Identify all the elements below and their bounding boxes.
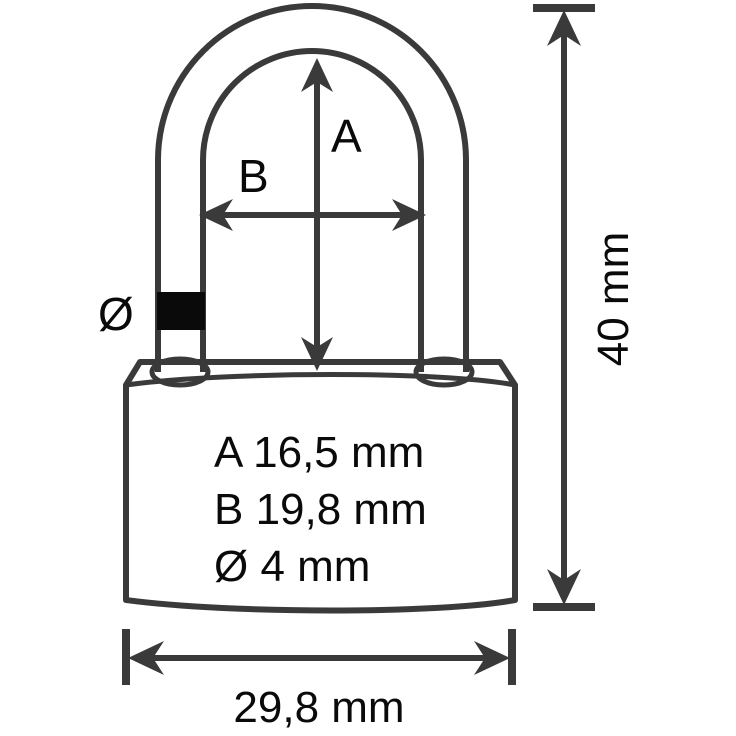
width-arrowhead-left [128, 641, 164, 675]
dimension-b-arrowhead-right [392, 199, 426, 231]
diameter-marker-band [157, 292, 205, 330]
dimension-b-label: B [238, 150, 269, 202]
dimension-a-arrowhead-top [301, 58, 333, 92]
overall-width-label: 29,8 mm [233, 683, 404, 732]
shackle-hole-right [413, 356, 475, 388]
dimension-a-label: A [331, 110, 362, 162]
dimension-a-arrowhead-bottom [301, 337, 333, 371]
spec-line-diameter: Ø 4 mm [214, 542, 370, 591]
spec-line-a: A 16,5 mm [214, 428, 424, 477]
padlock-body-outline [123, 359, 518, 614]
overall-width-dimension [122, 629, 516, 685]
dimension-b-arrow [199, 199, 426, 231]
shackle-inner-outline [200, 48, 424, 372]
overall-height-label: 40 mm [589, 232, 638, 366]
padlock-body-group [123, 356, 518, 614]
body-top-deck-curve [125, 372, 516, 388]
shackle-group [155, 3, 469, 372]
width-arrowhead-right [474, 641, 510, 675]
shackle-hole-left [149, 356, 211, 388]
diameter-symbol-label: Ø [98, 288, 134, 340]
overall-height-dimension [533, 4, 595, 611]
height-arrowhead-top [547, 10, 581, 46]
height-arrowhead-bottom [547, 569, 581, 605]
dimension-b-arrowhead-left [199, 199, 233, 231]
spec-line-b: B 19,8 mm [214, 485, 427, 534]
shackle-outer-outline [155, 3, 469, 372]
